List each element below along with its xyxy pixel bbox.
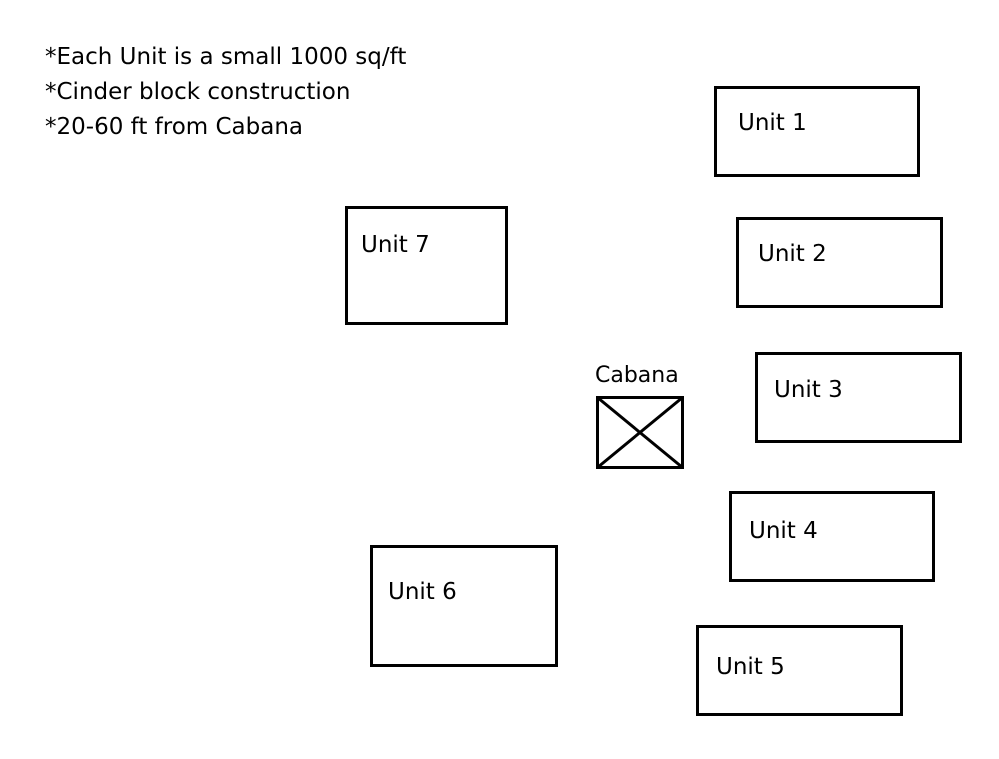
unit-6-box: Unit 6 bbox=[370, 545, 558, 667]
unit-5-label: Unit 5 bbox=[716, 654, 785, 680]
unit-5-box: Unit 5 bbox=[696, 625, 903, 716]
unit-1-box: Unit 1 bbox=[714, 86, 920, 177]
unit-3-box: Unit 3 bbox=[755, 352, 962, 443]
unit-2-box: Unit 2 bbox=[736, 217, 943, 308]
unit-2-label: Unit 2 bbox=[758, 241, 827, 267]
unit-6-label: Unit 6 bbox=[388, 579, 457, 605]
cabana-label: Cabana bbox=[595, 363, 679, 388]
note-construction: *Cinder block construction bbox=[45, 79, 351, 105]
notes-list: *Each Unit is a small 1000 sq/ft *Cinder… bbox=[45, 40, 406, 145]
unit-4-label: Unit 4 bbox=[749, 518, 818, 544]
note-unit-size: *Each Unit is a small 1000 sq/ft bbox=[45, 44, 407, 70]
unit-4-box: Unit 4 bbox=[729, 491, 935, 582]
unit-3-label: Unit 3 bbox=[774, 377, 843, 403]
note-distance: *20-60 ft from Cabana bbox=[45, 114, 304, 140]
unit-1-label: Unit 1 bbox=[738, 110, 807, 136]
unit-7-box: Unit 7 bbox=[345, 206, 508, 325]
unit-7-label: Unit 7 bbox=[361, 232, 430, 258]
crossed-box-icon bbox=[596, 396, 684, 469]
